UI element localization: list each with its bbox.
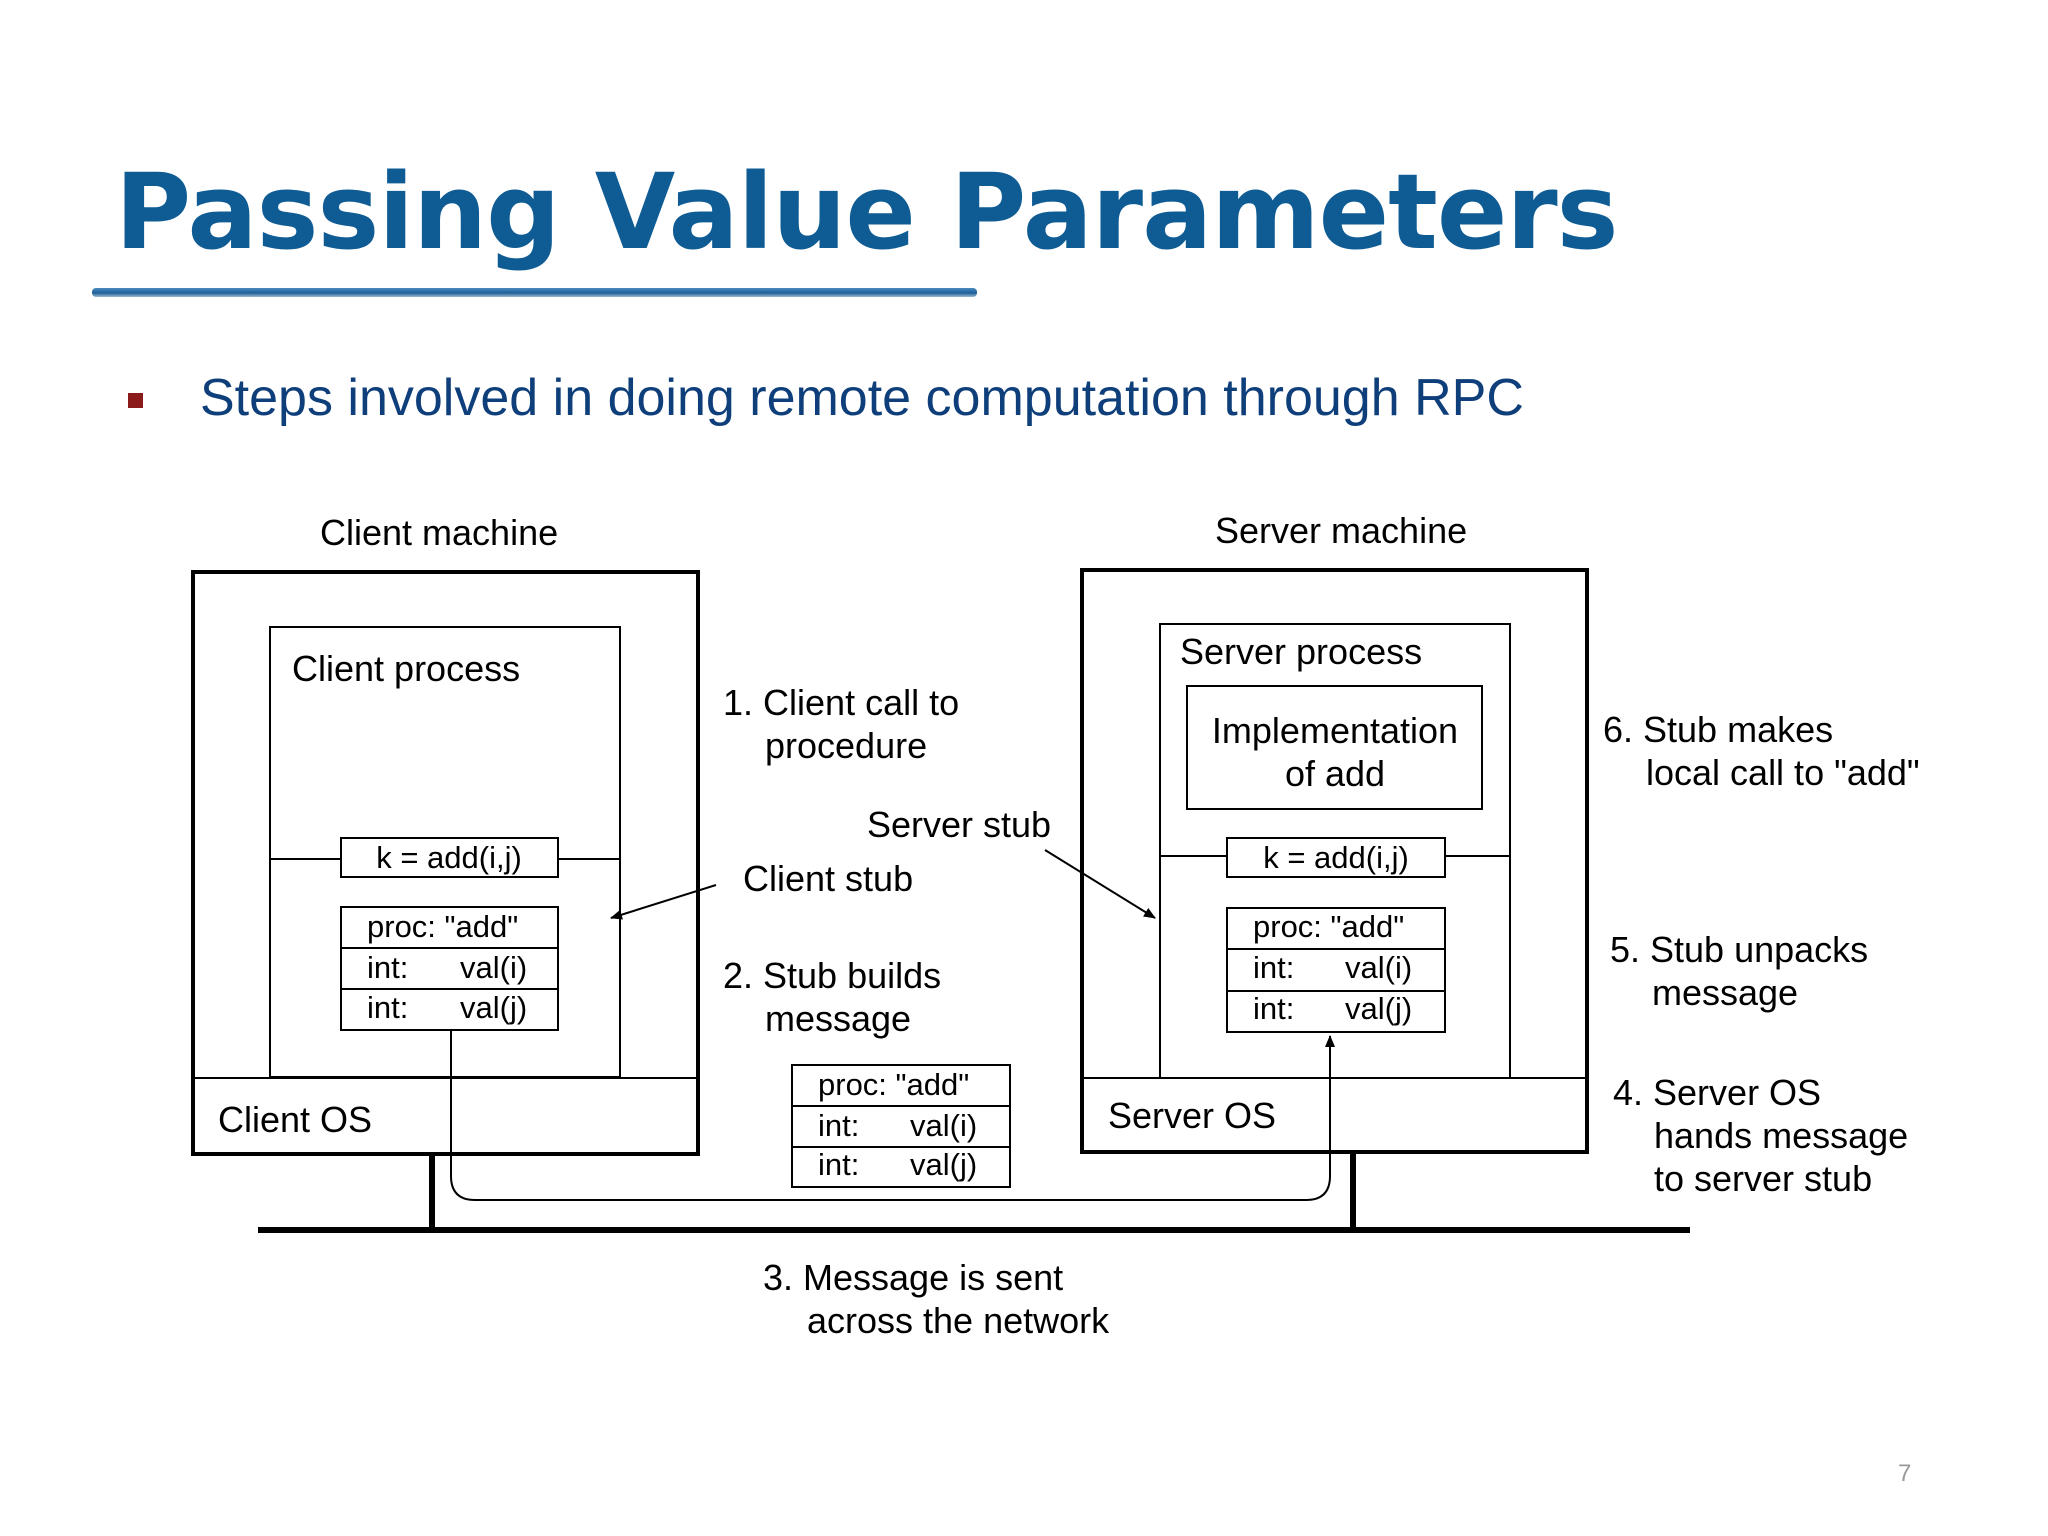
step2-line2: message — [765, 998, 911, 1039]
step1-line1: 1. Client call to — [723, 682, 959, 723]
network-message-int-1: int: — [818, 1108, 859, 1143]
client-machine-box — [191, 570, 700, 1156]
step5-line2: message — [1652, 972, 1798, 1013]
bullet-text: Steps involved in doing remote computati… — [200, 369, 1524, 427]
client-message-box — [340, 906, 559, 1031]
client-os-label: Client OS — [218, 1099, 372, 1140]
server-message-proc: proc: "add" — [1253, 909, 1404, 944]
slide-title: Passing Value Parameters — [115, 151, 1619, 273]
server-machine-label: Server machine — [1215, 510, 1467, 551]
client-message-int-2: int: — [367, 990, 408, 1025]
step3-line1: 3. Message is sent — [763, 1257, 1063, 1298]
implementation-box — [1186, 685, 1483, 810]
page-number: 7 — [1898, 1460, 1912, 1487]
client-stub-arrow — [610, 884, 717, 920]
step6-line2: local call to "add" — [1646, 752, 1920, 793]
server-message-val-i: val(i) — [1345, 950, 1412, 985]
client-message-val-j: val(j) — [460, 990, 527, 1025]
step6-line1: 6. Stub makes — [1603, 709, 1833, 750]
server-message-box — [1226, 907, 1446, 1033]
client-stub-label: Client stub — [743, 858, 913, 899]
client-message-int-1: int: — [367, 950, 408, 985]
step3-line2: across the network — [807, 1300, 1110, 1341]
step4-line2: hands message — [1654, 1115, 1908, 1156]
server-process-label: Server process — [1180, 631, 1422, 672]
server-stub-label: Server stub — [867, 804, 1051, 845]
step2-line1: 2. Stub builds — [723, 955, 941, 996]
network-message-int-2: int: — [818, 1147, 859, 1182]
server-message-int-1: int: — [1253, 950, 1294, 985]
client-call-box — [340, 837, 559, 878]
server-stub-arrow — [1044, 849, 1156, 919]
client-process-label: Client process — [292, 648, 520, 689]
step4-line1: 4. Server OS — [1613, 1072, 1821, 1113]
network-message-proc: proc: "add" — [818, 1067, 969, 1102]
client-call-text: k = add(i,j) — [376, 840, 522, 875]
bullet-marker — [128, 393, 143, 408]
message-path — [450, 1030, 1335, 1201]
step5-line1: 5. Stub unpacks — [1610, 929, 1868, 970]
server-os-label: Server OS — [1108, 1095, 1276, 1136]
client-machine-label: Client machine — [320, 512, 558, 553]
implementation-text-line1: Implementation — [1212, 710, 1458, 751]
title-underline — [92, 288, 977, 297]
client-message-proc: proc: "add" — [367, 909, 518, 944]
implementation-text-line2: of add — [1285, 753, 1385, 794]
client-message-val-i: val(i) — [460, 950, 527, 985]
network-message-val-j: val(j) — [910, 1147, 977, 1182]
step4-line3: to server stub — [1654, 1158, 1872, 1199]
server-message-int-2: int: — [1253, 991, 1294, 1026]
network-message-box — [791, 1064, 1011, 1188]
step1-line2: procedure — [765, 725, 927, 766]
server-machine-box — [1080, 568, 1589, 1154]
network-message-val-i: val(i) — [910, 1108, 977, 1143]
server-call-box — [1226, 837, 1446, 878]
server-message-val-j: val(j) — [1345, 991, 1412, 1026]
server-call-text: k = add(i,j) — [1263, 840, 1409, 875]
